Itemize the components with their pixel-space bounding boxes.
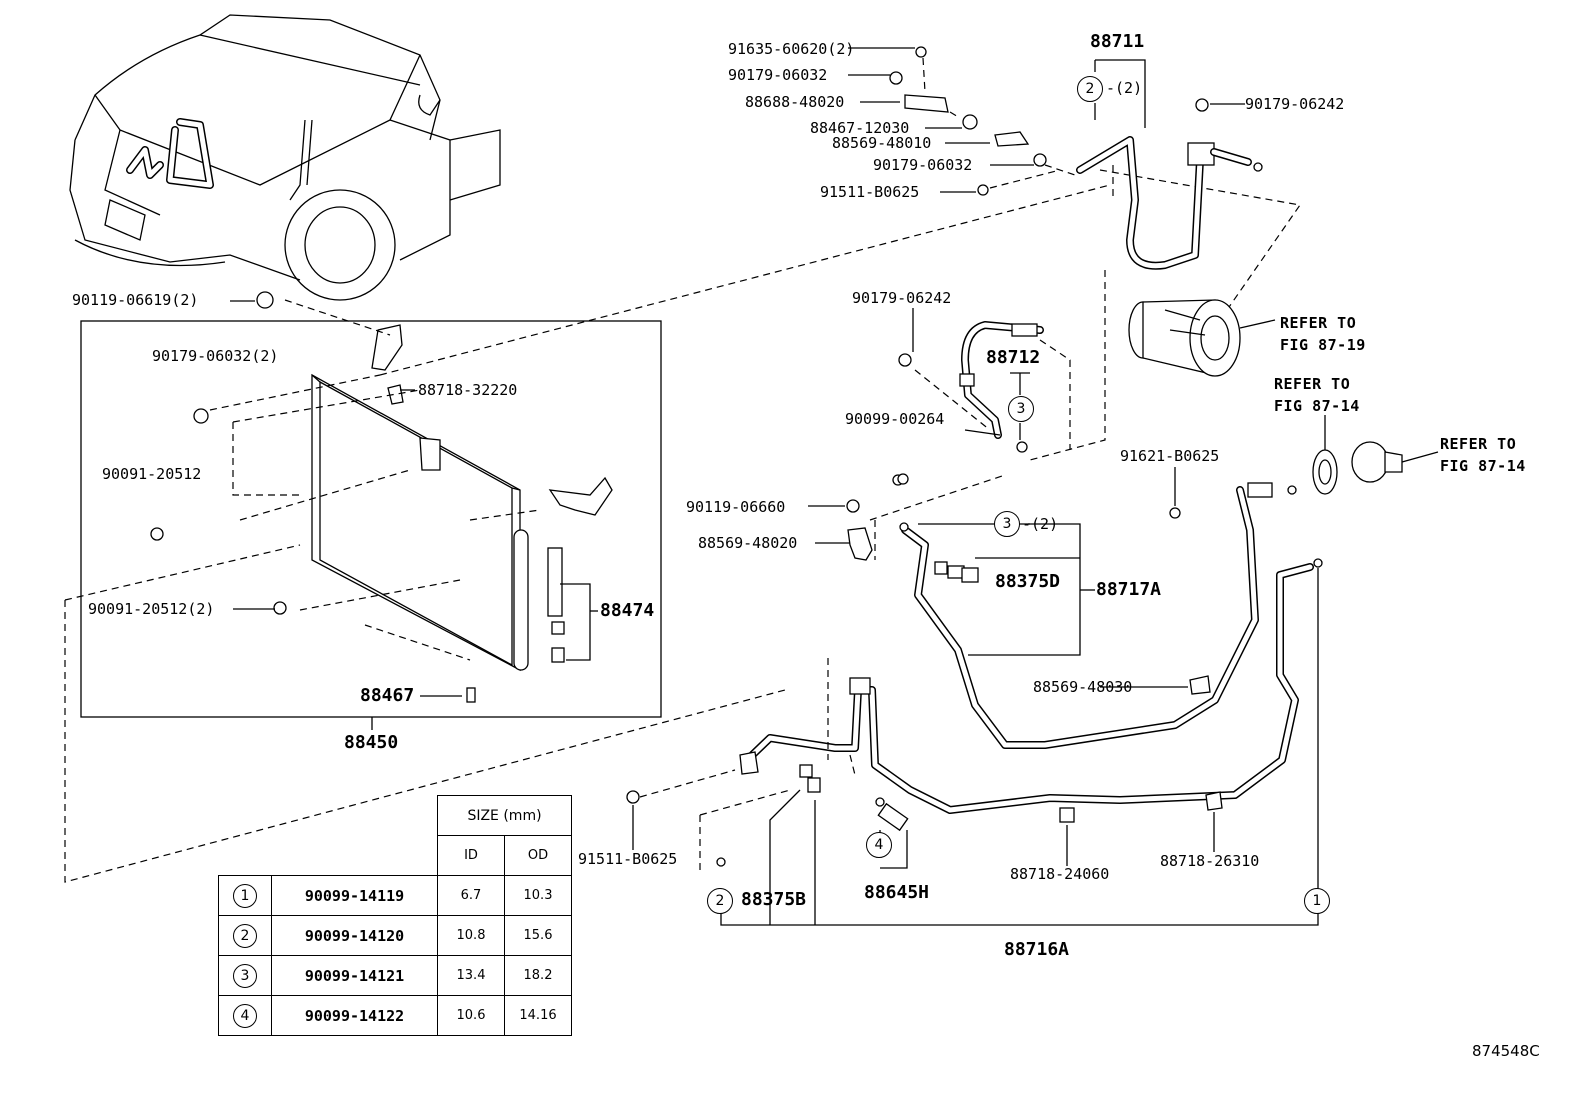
label-88718-24060: 88718-24060 xyxy=(1010,865,1110,883)
label-90091-20512-a: 90091-20512 xyxy=(102,465,202,483)
label-88569-48020: 88569-48020 xyxy=(698,534,798,552)
label-90179-06242-a: 90179-06242 xyxy=(1245,95,1345,113)
label-90091-20512-2: 90091-20512(2) xyxy=(88,600,215,618)
label-90179-06242-b: 90179-06242 xyxy=(852,289,952,307)
refer-fig-87-14-a-line2: FIG 87-14 xyxy=(1274,397,1360,415)
label-88569-48010: 88569-48010 xyxy=(832,134,932,152)
refer-fig-87-19-line1: REFER TO xyxy=(1280,314,1357,332)
row-id: 10.6 xyxy=(437,995,505,1036)
label-91621-b0625: 91621-B0625 xyxy=(1120,447,1220,465)
condenser-assembly-frame xyxy=(80,320,662,718)
table-header-row: SIZE (mm) xyxy=(219,795,572,836)
table-row: 3 90099-14121 13.4 18.2 xyxy=(218,955,572,996)
label-90179-06032-2: 90179-06032(2) xyxy=(152,347,279,365)
row-od: 14.16 xyxy=(504,995,572,1036)
row-part-number: 90099-14122 xyxy=(271,995,438,1036)
label-88688-48020: 88688-48020 xyxy=(745,93,845,111)
size-mark-2-top: 2 xyxy=(1077,76,1103,102)
pipe-88716A xyxy=(739,563,1314,832)
row-part-number: 90099-14119 xyxy=(271,875,438,916)
label-88712: 88712 xyxy=(986,347,1041,368)
label-88645H: 88645H xyxy=(864,882,930,903)
hose-88712 xyxy=(959,321,1044,439)
table-row: 4 90099-14122 10.6 14.16 xyxy=(218,995,572,1036)
label-90179-06032-a: 90179-06032 xyxy=(728,66,828,84)
label-88474: 88474 xyxy=(600,600,655,621)
hose-88711 xyxy=(1076,136,1263,270)
size-header: SIZE (mm) xyxy=(437,795,572,836)
size-mark-3-88712: 3 xyxy=(1008,396,1034,422)
row-od: 15.6 xyxy=(504,915,572,956)
label-88569-48030: 88569-48030 xyxy=(1033,678,1133,696)
label-88718-26310: 88718-26310 xyxy=(1160,852,1260,870)
table-row: 2 90099-14120 10.8 15.6 xyxy=(218,915,572,956)
col-id-header: ID xyxy=(437,835,505,876)
label-88450: 88450 xyxy=(344,732,399,753)
pressure-switch-88645H xyxy=(877,802,909,832)
row-part-number: 90099-14121 xyxy=(271,955,438,996)
refer-fig-87-19: REFER TO FIG 87-19 xyxy=(1280,312,1366,356)
table-subheader-row: ID OD xyxy=(219,835,572,876)
refer-fig-87-19-line2: FIG 87-19 xyxy=(1280,336,1366,354)
row-part-number: 90099-14120 xyxy=(271,915,438,956)
label-88711-qty: -(2) xyxy=(1106,79,1143,97)
row-mark: 3 xyxy=(233,963,257,988)
refer-fig-87-14-b-line1: REFER TO xyxy=(1440,435,1517,453)
size-mark-3-88717A: 3 xyxy=(994,511,1020,537)
row-id: 6.7 xyxy=(437,875,505,916)
refer-fig-87-14-a: REFER TO FIG 87-14 xyxy=(1274,373,1360,417)
filter-element xyxy=(547,547,563,617)
row-od: 10.3 xyxy=(504,875,572,916)
label-88716A: 88716A xyxy=(1004,939,1070,960)
compressor xyxy=(1128,299,1241,377)
refer-fig-87-14-b: REFER TO FIG 87-14 xyxy=(1440,433,1526,477)
size-mark-2-bottom: 2 xyxy=(707,888,733,914)
label-88467-12030: 88467-12030 xyxy=(810,119,910,137)
label-91511-b0625-b: 91511-B0625 xyxy=(578,850,678,868)
vehicle-illustration xyxy=(69,14,501,301)
figure-number: 874548C xyxy=(1472,1042,1540,1060)
label-91635-60620: 91635-60620(2) xyxy=(728,40,855,58)
row-mark: 4 xyxy=(233,1003,257,1028)
refer-fig-87-14-a-line1: REFER TO xyxy=(1274,375,1351,393)
table-row: 1 90099-14119 6.7 10.3 xyxy=(218,875,572,916)
row-mark: 1 xyxy=(233,883,257,908)
label-88467: 88467 xyxy=(360,685,415,706)
hose-size-table: SIZE (mm) ID OD 1 90099-14119 6.7 10.3 2… xyxy=(218,795,572,1036)
pipe-88717A xyxy=(901,482,1273,749)
row-od: 18.2 xyxy=(504,955,572,996)
label-88717A-qty: -(2) xyxy=(1022,515,1059,533)
row-id: 10.8 xyxy=(437,915,505,956)
label-88375B: 88375B xyxy=(741,889,807,910)
label-90099-00264: 90099-00264 xyxy=(845,410,945,428)
label-90119-06660: 90119-06660 xyxy=(686,498,786,516)
label-90179-06032-b: 90179-06032 xyxy=(873,156,973,174)
label-91511-b0625-a: 91511-B0625 xyxy=(820,183,920,201)
label-90119-06619: 90119-06619(2) xyxy=(72,291,199,309)
refer-fig-87-14-b-line2: FIG 87-14 xyxy=(1440,457,1526,475)
label-88717A: 88717A xyxy=(1096,579,1162,600)
label-88375D: 88375D xyxy=(995,571,1061,592)
label-88711: 88711 xyxy=(1090,31,1145,52)
condenser xyxy=(150,291,613,703)
row-mark: 2 xyxy=(233,923,257,948)
size-mark-1: 1 xyxy=(1304,888,1330,914)
row-id: 13.4 xyxy=(437,955,505,996)
size-mark-4: 4 xyxy=(866,832,892,858)
col-od-header: OD xyxy=(504,835,572,876)
receiver-dryer xyxy=(513,529,529,671)
label-88718-32220: 88718-32220 xyxy=(418,381,518,399)
